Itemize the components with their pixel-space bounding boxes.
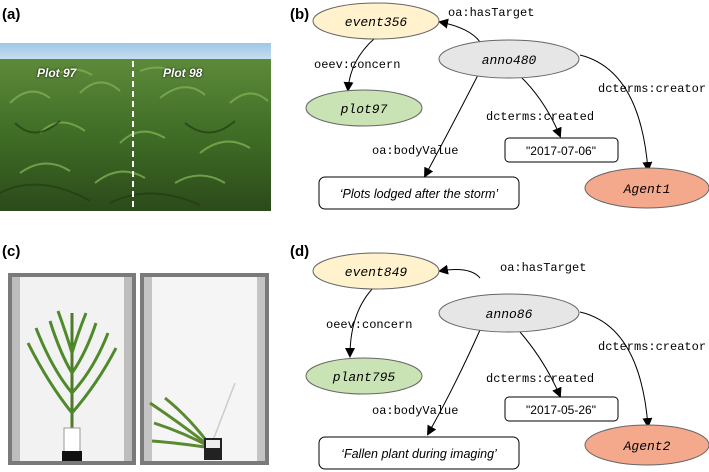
anno-label-b: anno480	[482, 53, 537, 68]
body-label-d: ‘Fallen plant during imaging’	[341, 447, 497, 461]
target-node-b	[305, 89, 423, 127]
panel-label-b: (b)	[290, 6, 310, 23]
edge-bodyvalue-b	[424, 74, 479, 178]
body-box-b	[318, 176, 520, 210]
edge-creator-label-b: dcterms:creator	[598, 82, 706, 96]
edge-hastarget-label-b: oa:hasTarget	[448, 6, 534, 20]
anno-node-d	[438, 293, 580, 333]
edge-created-label-d: dcterms:created	[486, 372, 594, 386]
date-label-b: "2017-07-06"	[526, 144, 596, 158]
edge-bodyvalue-d	[427, 329, 481, 436]
target-label-d: plant795	[332, 370, 396, 385]
date-box-d	[504, 396, 619, 422]
edge-created-label-b: dcterms:created	[486, 110, 594, 124]
edge-hastarget-b	[438, 18, 481, 43]
edge-hastarget-d	[438, 264, 481, 279]
body-box-d	[318, 436, 520, 470]
imaging-cabin-right	[140, 273, 269, 465]
target-label-b: plot97	[340, 102, 388, 117]
edge-concern-d	[345, 285, 376, 358]
edge-concern-label-b: oeev:concern	[314, 58, 400, 72]
imaging-cabin-left	[8, 273, 136, 465]
event-label-d: event849	[345, 265, 408, 280]
edge-bodyvalue-label-d: oa:bodyValue	[372, 404, 458, 418]
edge-hastarget-label-d: oa:hasTarget	[500, 261, 586, 275]
date-box-b	[504, 137, 619, 163]
edge-concern-b	[343, 37, 376, 92]
target-node-d	[305, 357, 423, 395]
plot-98-label: Plot 98	[163, 66, 203, 80]
event-node-b	[312, 2, 440, 40]
panel-label-c: (c)	[2, 243, 21, 260]
edge-creator-label-d: dcterms:creator	[598, 340, 706, 354]
agent-label-b: Agent1	[623, 182, 671, 197]
agent-node-d	[584, 424, 709, 466]
edge-created-d	[519, 331, 562, 398]
panel-label-a: (a)	[2, 6, 21, 23]
graph-d: event849 anno86 plant795 Agent2 "2017-05…	[305, 252, 709, 470]
edge-bodyvalue-label-b: oa:bodyValue	[372, 144, 458, 158]
edge-creator-d	[579, 311, 653, 428]
anno-node-b	[438, 39, 580, 79]
field-photo: Plot 97 Plot 98	[0, 43, 271, 211]
event-label-b: event356	[345, 15, 408, 30]
edge-created-b	[519, 75, 562, 138]
plot-97-label: Plot 97	[37, 66, 77, 80]
edge-concern-label-d: oeev:concern	[326, 318, 412, 332]
panel-label-d: (d)	[290, 243, 310, 260]
agent-label-d: Agent2	[623, 439, 671, 454]
graph-b: event356 anno480 plot97 Agent1 "2017-07-…	[305, 2, 709, 210]
edge-creator-b	[579, 54, 653, 172]
anno-label-d: anno86	[486, 307, 533, 322]
event-node-d	[312, 252, 440, 290]
agent-node-b	[584, 167, 709, 209]
body-label-b: ‘Plots lodged after the storm’	[340, 187, 499, 201]
date-label-d: "2017-05-26"	[526, 403, 596, 417]
